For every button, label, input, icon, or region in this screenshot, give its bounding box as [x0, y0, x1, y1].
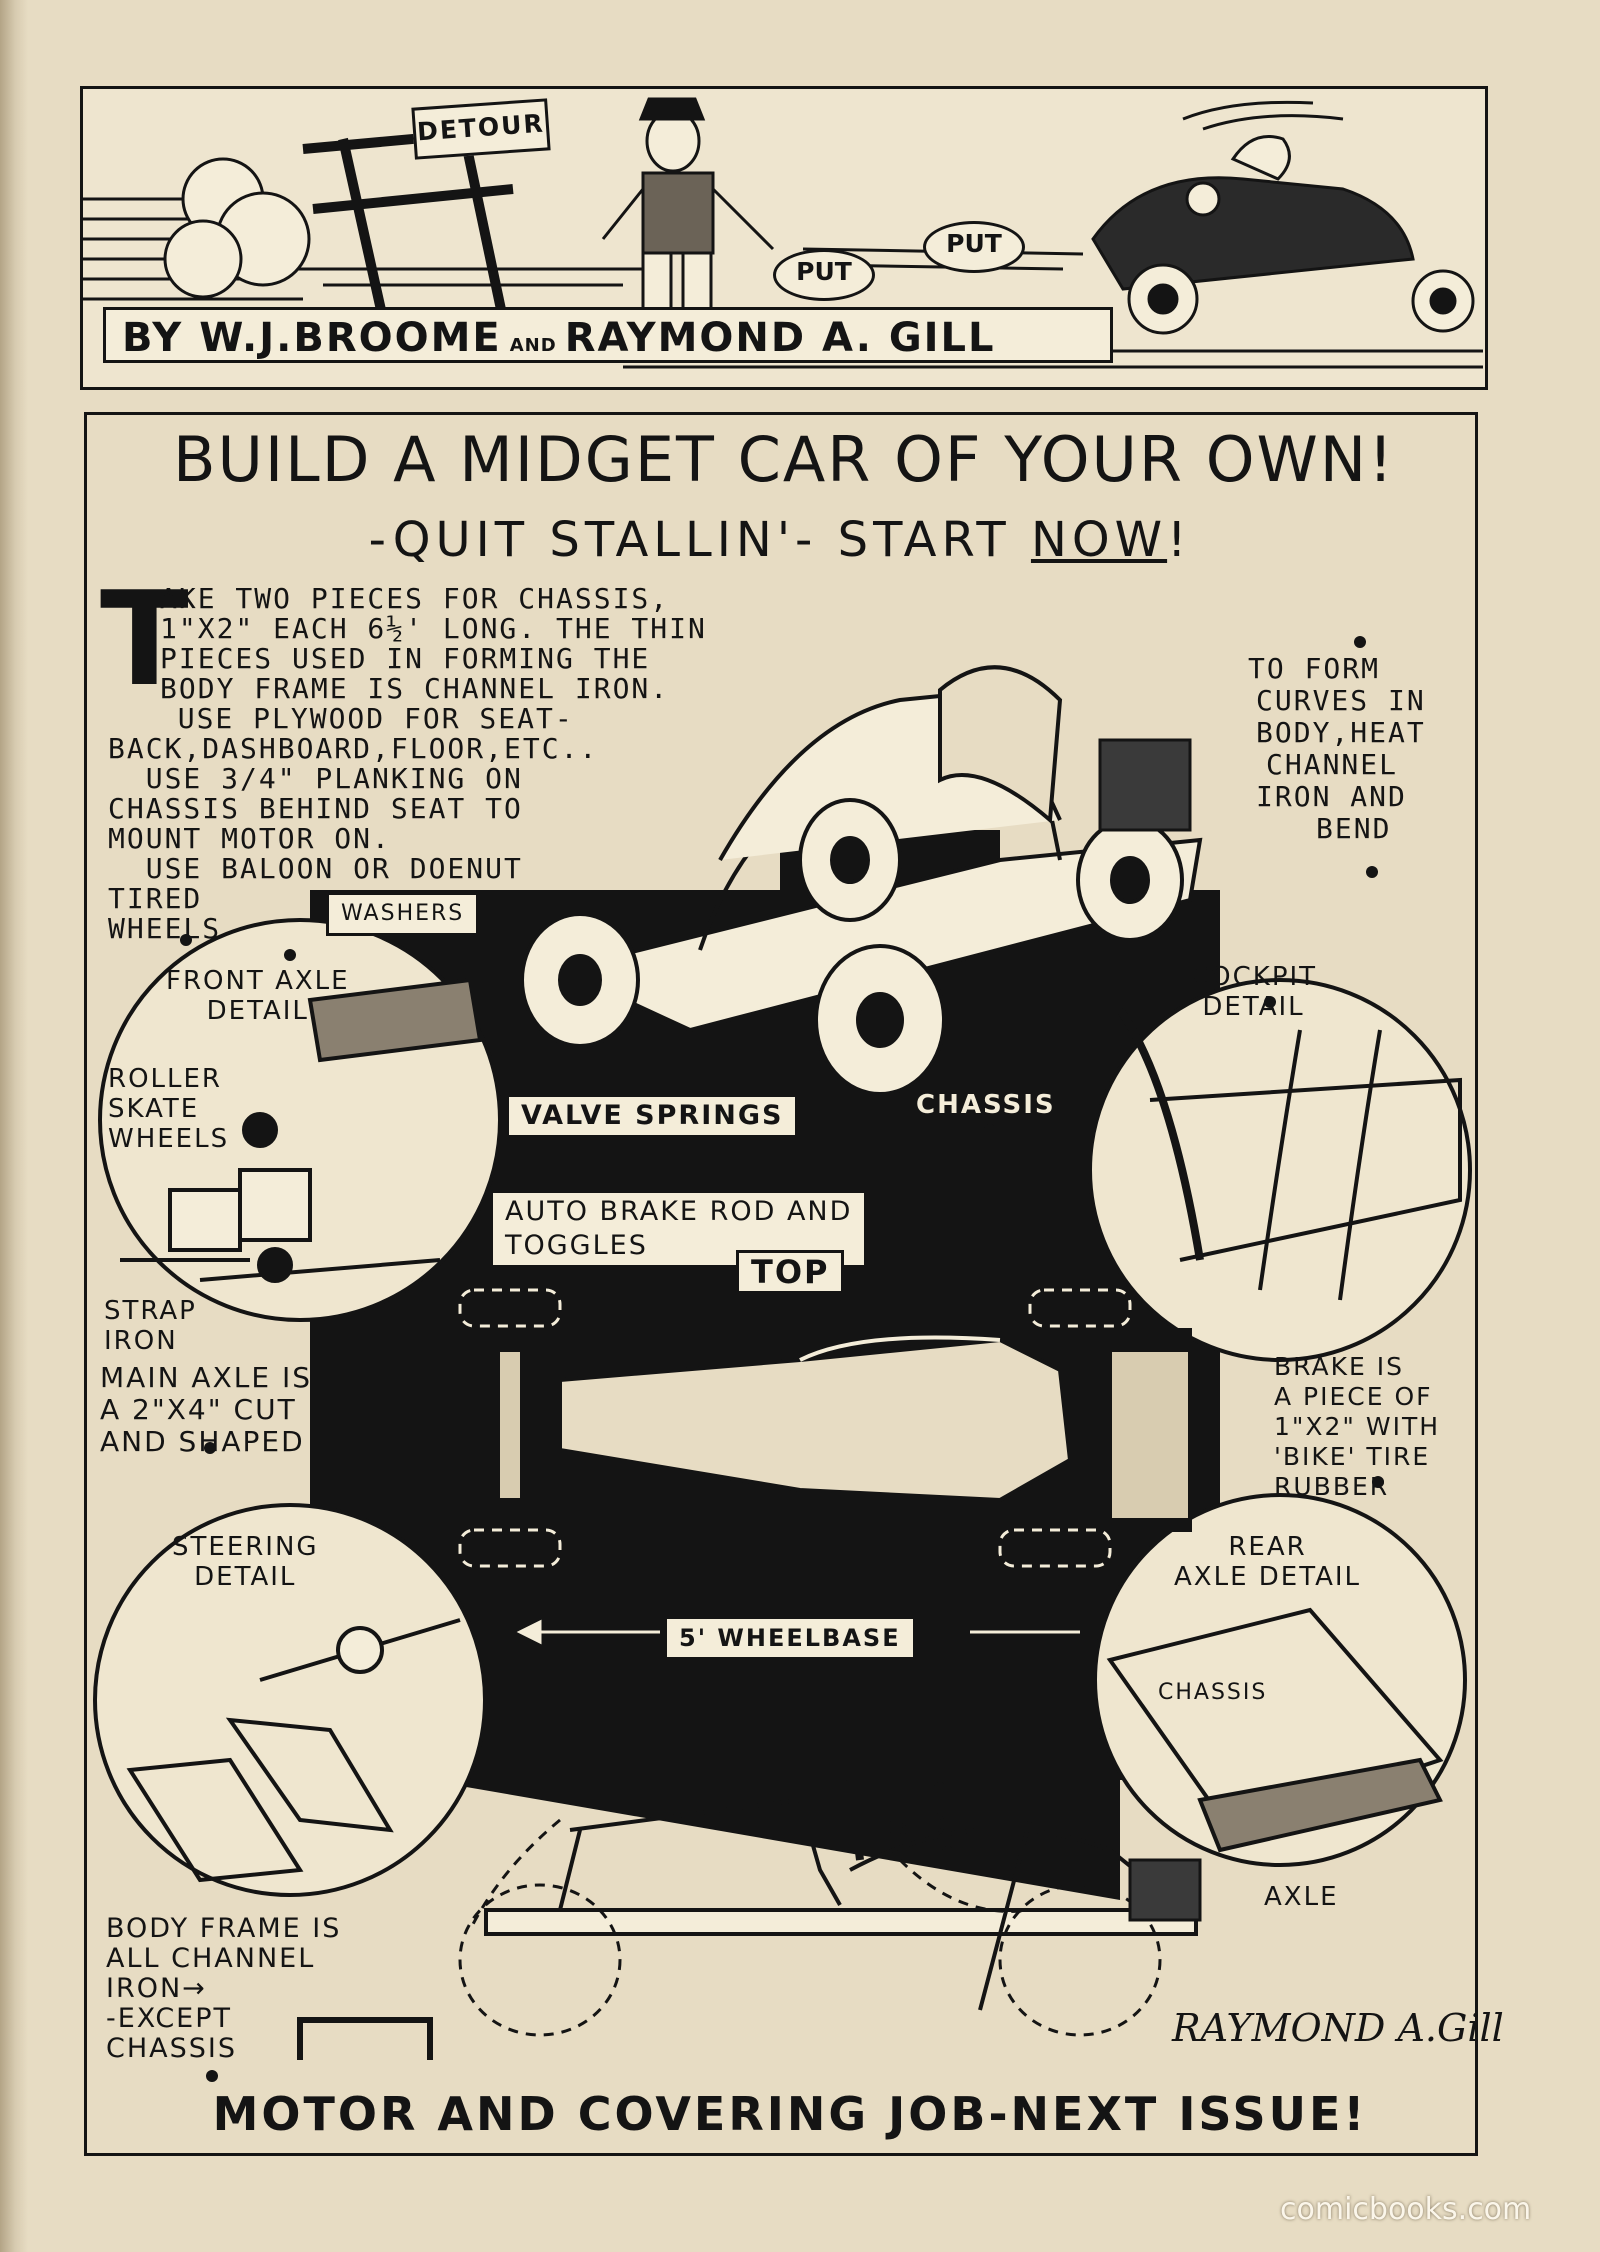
intro-line-4: BODY FRAME IS CHANNEL IRON.: [160, 672, 670, 705]
chassis-label: CHASSIS: [916, 1090, 1056, 1120]
subtitle-lead: -QUIT STALLIN'- START: [368, 512, 1031, 568]
washers-label: WASHERS: [326, 892, 480, 936]
curves-note-1: TO FORM: [1248, 652, 1381, 685]
front-axle-detail-label: FRONT AXLE DETAIL: [166, 966, 350, 1026]
intro-line-7: USE 3/4" PLANKING ON: [108, 762, 523, 795]
rear-chassis-label: CHASSIS: [1158, 1680, 1268, 1705]
curves-note-4: CHANNEL: [1266, 748, 1399, 781]
body-frame-label: BODY FRAME IS ALL CHANNEL IRON→ -EXCEPT …: [106, 1913, 342, 2064]
rear-axle-detail-label: REAR AXLE DETAIL: [1174, 1532, 1362, 1592]
subtitle-end: !: [1167, 512, 1192, 568]
curves-note-5: IRON AND: [1256, 780, 1407, 813]
page-spine: [0, 0, 28, 2252]
curves-note-6: BEND: [1316, 812, 1392, 845]
article-title: BUILD A MIDGET CAR OF YOUR OWN!: [172, 423, 1396, 496]
intro-line-1: AKE TWO PIECES FOR CHASSIS,: [160, 582, 670, 615]
cockpit-detail-label: COCKPIT DETAIL: [1190, 962, 1318, 1022]
footer-next-issue: MOTOR AND COVERING JOB-NEXT ISSUE!: [212, 2087, 1368, 2141]
side-view-label: SIDE: [888, 1806, 971, 1844]
wheelbase-label: 5' WHEELBASE: [664, 1616, 916, 1660]
dropcap: T: [100, 563, 189, 715]
roller-skate-wheels-label: ROLLER SKATE WHEELS: [108, 1064, 230, 1154]
intro-line-10: USE BALOON OR DOENUT: [108, 852, 523, 885]
curves-note-3: BODY,HEAT: [1256, 716, 1426, 749]
put-puff-2: PUT: [923, 221, 1025, 273]
intro-line-9: MOUNT MOTOR ON.: [108, 822, 391, 855]
article-subtitle: -QUIT STALLIN'- START NOW!: [150, 510, 1410, 570]
steering-detail-label: STEERING DETAIL: [172, 1532, 319, 1592]
axle-label: AXLE: [1264, 1882, 1339, 1912]
byline-author-2: RAYMOND A. GILL: [564, 315, 996, 361]
auto-brake-rod-label: AUTO BRAKE ROD AND TOGGLES: [490, 1190, 868, 1268]
strap-iron-label: STRAP IRON: [104, 1296, 197, 1356]
intro-line-2: 1"X2" EACH 6½' LONG. THE THIN: [160, 612, 707, 645]
intro-line-3: PIECES USED IN FORMING THE: [160, 642, 651, 675]
byline-and: AND: [509, 335, 557, 356]
intro-line-6: BACK,DASHBOARD,FLOOR,ETC..: [108, 732, 599, 765]
brake-note-label: BRAKE IS A PIECE OF 1"X2" WITH 'BIKE' TI…: [1274, 1352, 1441, 1501]
intro-line-12: WHEELS: [108, 912, 222, 945]
intro-line-5: USE PLYWOOD FOR SEAT-: [140, 702, 574, 735]
curves-note-2: CURVES IN: [1256, 684, 1426, 717]
main-axle-label: MAIN AXLE IS A 2"X4" CUT AND SHAPED: [100, 1361, 312, 1458]
put-puff-1: PUT: [773, 249, 875, 301]
byline: BY W.J.BROOME AND RAYMOND A. GILL: [103, 307, 1113, 363]
subtitle-emphasis: NOW: [1030, 512, 1168, 568]
intro-line-11: TIRED: [108, 882, 203, 915]
artist-signature: RAYMOND A.Gill: [1172, 2006, 1504, 2050]
article-panel: [84, 412, 1478, 2156]
intro-line-8: CHASSIS BEHIND SEAT TO: [108, 792, 523, 825]
byline-author-1: BY W.J.BROOME: [122, 315, 502, 361]
valve-springs-label: VALVE SPRINGS: [506, 1094, 799, 1138]
watermark: comicbooks.com: [1280, 2192, 1532, 2227]
top-view-label: TOP: [736, 1250, 845, 1294]
